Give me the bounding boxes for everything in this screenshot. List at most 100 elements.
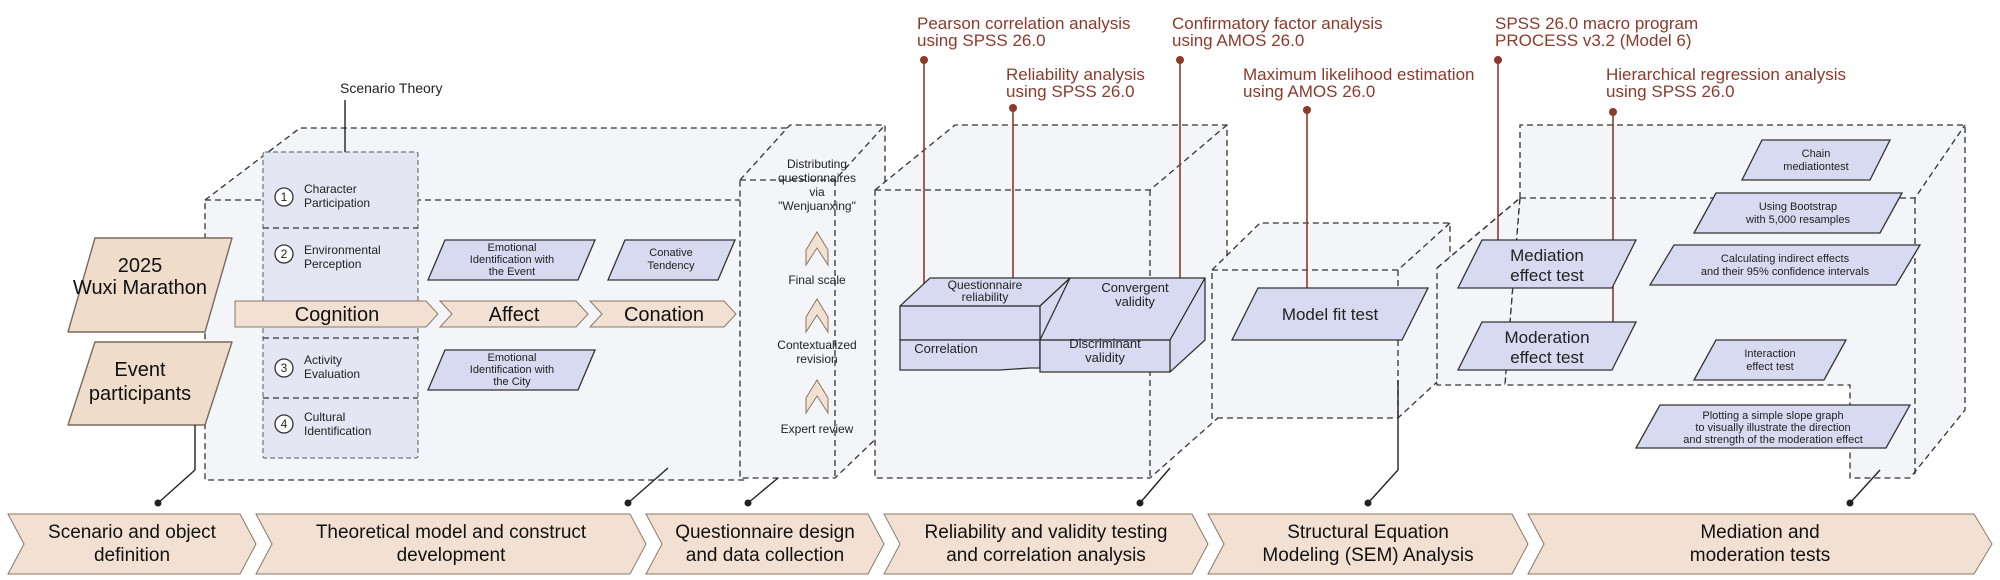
construct-emotional-event: Emotional Identification with the Event	[427, 239, 596, 281]
bootstrap-line1: Using Bootstrap	[1759, 201, 1837, 213]
dimension-2-line1: Environmental	[304, 243, 381, 257]
slope-line1: Plotting a simple slope graph	[1702, 410, 1843, 422]
stage-2-line2: development	[397, 545, 507, 566]
interaction-effect-box: Interaction effect test	[1692, 339, 1848, 381]
dimension-2-line2: Perception	[304, 257, 361, 271]
stage-bar: Scenario and object definition Theoretic…	[7, 513, 1993, 575]
annotation-process-line1: SPSS 26.0 macro program	[1495, 14, 1698, 33]
annotation-process-line2: PROCESS v3.2 (Model 6)	[1495, 31, 1692, 50]
up-chevron-icon	[805, 379, 829, 415]
convergent-line2: validity	[1115, 294, 1155, 309]
dimension-3: 3 Activity Evaluation	[274, 353, 360, 381]
stage-1-line2: definition	[94, 545, 170, 566]
arrow-cognition	[234, 300, 439, 328]
indirect-effects-box: Calculating indirect effects and their 9…	[1648, 244, 1922, 286]
reliability-cubes: Questionnaire reliability Correlation Co…	[899, 277, 1206, 373]
moderation-effect-box: Moderation effect test	[1456, 321, 1638, 371]
distributing-line4: "Wenjuanxing"	[778, 199, 856, 213]
annotation-cfa-line1: Confirmatory factor analysis	[1172, 14, 1383, 33]
slope-line3: and strength of the moderation effect	[1683, 434, 1863, 446]
stage-5	[1207, 513, 1529, 575]
arrow-row: Cognition Affect Conation	[234, 300, 737, 328]
expert-review-label: Expert review	[781, 422, 854, 436]
stage-3-line2: and data collection	[686, 545, 844, 566]
dimension-1-line2: Participation	[304, 196, 370, 210]
dimension-1: 1 Character Participation	[274, 182, 370, 210]
annotation-reliability-line2: using SPSS 26.0	[1006, 82, 1135, 101]
distributing-line2: questionnaires	[778, 171, 856, 185]
dimension-1-num: 1	[281, 190, 288, 204]
dimension-2: 2 Environmental Perception	[274, 243, 381, 271]
slope-graph-box: Plotting a simple slope graph to visuall…	[1634, 404, 1912, 449]
arrow-affect-label: Affect	[489, 304, 540, 326]
stage-5-line2: Modeling (SEM) Analysis	[1262, 545, 1473, 566]
interaction-line2: effect test	[1746, 361, 1794, 373]
stage-1	[7, 513, 257, 575]
participants-line1: Event	[114, 359, 166, 381]
emo-event-line2: Identification with	[470, 254, 554, 266]
stage-4	[883, 513, 1209, 575]
convergent-line1: Convergent	[1101, 280, 1169, 295]
dimension-4-line2: Identification	[304, 424, 371, 438]
arrow-affect	[438, 300, 589, 328]
mediation-effect-box: Mediation effect test	[1456, 239, 1638, 289]
dimension-3-line1: Activity	[304, 353, 342, 367]
slope-line2: to visually illustrate the direction	[1695, 422, 1850, 434]
stage-3	[645, 513, 885, 575]
revision-line1: Contextualized	[777, 338, 856, 352]
arrow-cognition-label: Cognition	[295, 304, 380, 326]
questionnaire-steps: Distributing questionnaires via "Wenjuan…	[777, 157, 856, 436]
model-fit-label: Model fit test	[1282, 305, 1379, 324]
bootstrap-box: Using Bootstrap with 5,000 resamples	[1692, 192, 1904, 234]
annotation-pearson-line1: Pearson correlation analysis	[917, 14, 1131, 33]
chain-mediation-box: Chain mediationtest	[1740, 139, 1892, 181]
emo-city-line3: the City	[493, 376, 531, 388]
stage-6-line1: Mediation and	[1700, 522, 1819, 543]
construct-conative: Conative Tendency	[607, 239, 736, 281]
dimension-4-line1: Cultural	[304, 410, 345, 424]
annotation-hierarchical-line1: Hierarchical regression analysis	[1606, 65, 1846, 84]
distributing-line3: via	[809, 185, 825, 199]
participants-line2: participants	[89, 383, 191, 405]
distributing-line1: Distributing	[787, 157, 847, 171]
annotation-hierarchical: Hierarchical regression analysis using S…	[1606, 65, 1846, 332]
arrow-conation-label: Conation	[624, 304, 704, 326]
moderation-line2: effect test	[1510, 348, 1584, 367]
annotation-process: SPSS 26.0 macro program PROCESS v3.2 (Mo…	[1494, 14, 1698, 268]
emo-city-line1: Emotional	[488, 352, 537, 364]
indirect-line2: and their 95% confidence intervals	[1701, 266, 1870, 278]
conative-line1: Conative	[649, 247, 692, 259]
dimension-3-num: 3	[281, 361, 288, 375]
discriminant-line2: validity	[1085, 350, 1125, 365]
indirect-line1: Calculating indirect effects	[1721, 253, 1850, 265]
correlation-label: Correlation	[914, 341, 978, 356]
dimension-2-num: 2	[281, 247, 288, 261]
q-reliability-line2: reliability	[962, 290, 1009, 304]
annotation-cfa: Confirmatory factor analysis using AMOS …	[1172, 14, 1383, 318]
stage-2	[255, 513, 647, 575]
mediation-line1: Mediation	[1510, 246, 1584, 265]
annotation-mle-line2: using AMOS 26.0	[1243, 82, 1375, 101]
annotation-cfa-line2: using AMOS 26.0	[1172, 31, 1304, 50]
annotation-pearson: Pearson correlation analysis using SPSS …	[917, 14, 1131, 362]
dimension-4: 4 Cultural Identification	[274, 410, 371, 438]
stage-4-line2: and correlation analysis	[946, 545, 1146, 566]
stage-6	[1527, 513, 1993, 575]
model-fit-box: Model fit test	[1230, 287, 1430, 341]
construct-emotional-city: Emotional Identification with the City	[427, 349, 596, 391]
chain-line1: Chain	[1802, 148, 1831, 160]
stage-4-line1: Reliability and validity testing	[925, 522, 1168, 543]
annotation-reliability: Reliability analysis using SPSS 26.0	[1006, 65, 1145, 278]
discriminant-line1: Discriminant	[1069, 336, 1141, 351]
chain-line2: mediationtest	[1783, 161, 1848, 173]
stage-5-line1: Structural Equation	[1287, 522, 1449, 543]
stage-connectors	[154, 380, 1881, 507]
moderation-line1: Moderation	[1504, 328, 1589, 347]
stage-3-line1: Questionnaire design	[675, 522, 855, 543]
mediation-line2: effect test	[1510, 266, 1584, 285]
emo-city-line2: Identification with	[470, 364, 554, 376]
up-chevron-icon	[805, 298, 829, 334]
interaction-line1: Interaction	[1744, 348, 1795, 360]
object-event-participants: Event participants	[67, 341, 233, 426]
